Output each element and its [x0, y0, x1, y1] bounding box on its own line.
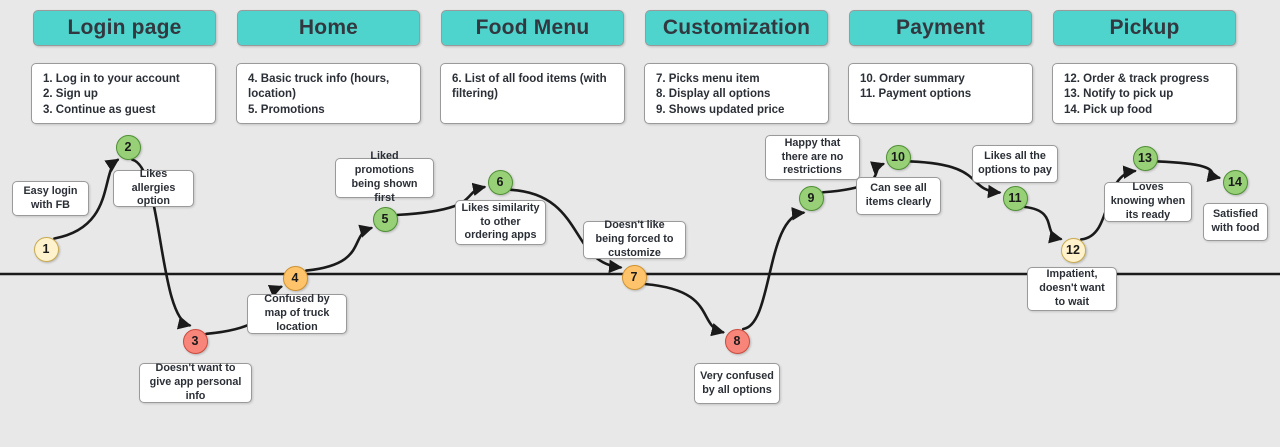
node-label: 6: [496, 175, 504, 189]
stage-header-4[interactable]: Payment: [849, 10, 1032, 46]
stage-title: Pickup: [1109, 16, 1180, 39]
annotation-note-13: Loves knowing when its ready: [1104, 181, 1192, 222]
journey-node-4[interactable]: 4: [282, 265, 308, 291]
note-text: Liked promotions being shown first: [351, 150, 418, 204]
curve-segment-2-to-3: [131, 158, 192, 330]
annotation-note-5: Liked promotions being shown first: [335, 150, 434, 204]
journey-node-8[interactable]: 8: [724, 328, 750, 354]
annotation-note-2: Likes allergies option: [113, 167, 194, 208]
stage-title: Login page: [67, 16, 182, 39]
stage-task-item: 10. Order summary: [860, 73, 965, 85]
note-text: Likes all the options to pay: [978, 150, 1052, 176]
journey-node-11[interactable]: 11: [1002, 185, 1028, 211]
note-text: Likes similarity to other ordering apps: [461, 201, 540, 242]
journey-node-14[interactable]: 14: [1222, 169, 1248, 195]
stage-task-item: 9. Shows updated price: [656, 103, 785, 116]
note-text: Doesn't like being forced to customize: [595, 219, 674, 259]
stage-task-list-0: 1. Log in to your account 2. Sign up 3. Co…: [31, 63, 216, 124]
stage-header-5[interactable]: Pickup: [1053, 10, 1236, 46]
curve-segment-6-to-7: [509, 188, 623, 274]
stage-title: Payment: [896, 16, 985, 39]
annotation-note-1: Easy login with FB: [12, 181, 89, 216]
journey-node-5[interactable]: 5: [372, 206, 398, 232]
stage-task-item: 8. Display all options: [656, 88, 771, 101]
stage-task-list-1: 4. Basic truck info (hours, location) 5. …: [236, 63, 421, 124]
stage-task-item: 6. List of all food items (with filterin…: [452, 73, 607, 101]
stage-task-item: 5. Promotions: [248, 103, 325, 116]
stage-title: Customization: [662, 16, 811, 39]
node-label: 8: [733, 334, 741, 348]
journey-node-12[interactable]: 12: [1060, 237, 1086, 263]
curve-segment-10-to-11: [909, 160, 1002, 199]
journey-node-1[interactable]: 1: [33, 236, 59, 262]
note-text: Easy login with FB: [23, 184, 78, 211]
note-text: Can see all items clearly: [865, 182, 932, 208]
stage-task-item: 4. Basic truck info (hours, location): [248, 73, 390, 101]
annotation-note-10: Can see all items clearly: [856, 177, 941, 215]
note-text: Likes allergies option: [131, 167, 176, 208]
note-text: Impatient, doesn't want to wait: [1039, 268, 1105, 308]
annotation-note-12: Impatient, doesn't want to wait: [1027, 267, 1117, 311]
node-label: 13: [1138, 151, 1152, 165]
annotation-note-11: Likes all the options to pay: [972, 145, 1058, 183]
stage-header-0[interactable]: Login page: [33, 10, 216, 46]
annotation-note-3: Doesn't want to give app personal info: [139, 362, 252, 403]
node-label: 14: [1228, 175, 1242, 189]
annotation-note-4: Confused by map of truck location: [247, 293, 347, 334]
journey-node-2[interactable]: 2: [115, 134, 141, 160]
note-text: Happy that there are no restrictions: [781, 136, 844, 177]
stage-task-list-2: 6. List of all food items (with filterin…: [440, 63, 625, 124]
annotation-note-8: Very confused by all options: [694, 363, 780, 404]
annotation-note-7: Doesn't like being forced to customize: [583, 219, 686, 259]
note-text: Satisfied with food: [1211, 208, 1260, 234]
stage-task-item: 12. Order & track progress: [1064, 73, 1210, 85]
stage-task-item: 14. Pick up food: [1064, 103, 1153, 116]
curve-segment-1-to-2: [53, 158, 120, 240]
stage-task-item: 3. Continue as guest: [43, 103, 156, 116]
journey-node-10[interactable]: 10: [885, 144, 911, 170]
curve-segment-13-to-14: [1156, 160, 1222, 183]
note-text: Loves knowing when its ready: [1110, 181, 1186, 221]
stage-task-item: 7. Picks menu item: [656, 73, 760, 85]
node-label: 1: [42, 242, 50, 256]
stage-header-1[interactable]: Home: [237, 10, 420, 46]
annotation-note-14: Satisfied with food: [1203, 203, 1268, 241]
stage-task-list-4: 10. Order summary 11. Payment options: [848, 63, 1033, 124]
stage-header-3[interactable]: Customization: [645, 10, 828, 46]
journey-node-9[interactable]: 9: [798, 185, 824, 211]
journey-node-13[interactable]: 13: [1132, 145, 1158, 171]
stage-task-list-5: 12. Order & track progress 13. Notify to …: [1052, 63, 1237, 124]
node-label: 9: [807, 191, 815, 205]
node-label: 10: [891, 150, 905, 164]
stage-header-2[interactable]: Food Menu: [441, 10, 624, 46]
stage-task-item: 2. Sign up: [43, 88, 98, 101]
node-label: 2: [124, 140, 132, 154]
node-label: 12: [1066, 243, 1080, 257]
note-text: Confused by map of truck location: [264, 293, 330, 333]
stage-task-item: 1. Log in to your account: [43, 73, 180, 85]
curve-segment-8-to-9: [741, 207, 806, 331]
stage-task-list-3: 7. Picks menu item 8. Display all options…: [644, 63, 829, 124]
journey-node-7[interactable]: 7: [621, 264, 647, 290]
note-text: Very confused by all options: [700, 369, 774, 396]
journey-node-6[interactable]: 6: [487, 169, 513, 195]
node-label: 7: [630, 270, 638, 284]
curve-segment-4-to-5: [304, 224, 374, 272]
annotation-note-6: Likes similarity to other ordering apps: [455, 200, 546, 245]
node-label: 4: [291, 271, 299, 285]
annotation-note-9: Happy that there are no restrictions: [765, 135, 860, 180]
stage-task-item: 13. Notify to pick up: [1064, 88, 1174, 101]
stage-task-item: 11. Payment options: [860, 88, 972, 101]
curve-segment-7-to-8: [644, 282, 725, 337]
note-text: Doesn't want to give app personal info: [149, 362, 242, 402]
node-label: 5: [381, 212, 389, 226]
node-label: 11: [1008, 191, 1022, 205]
node-label: 3: [191, 334, 199, 348]
stage-title: Home: [298, 16, 359, 39]
stage-title: Food Menu: [475, 16, 590, 39]
curve-segment-11-to-12: [1023, 205, 1063, 244]
journey-node-3[interactable]: 3: [182, 328, 208, 354]
